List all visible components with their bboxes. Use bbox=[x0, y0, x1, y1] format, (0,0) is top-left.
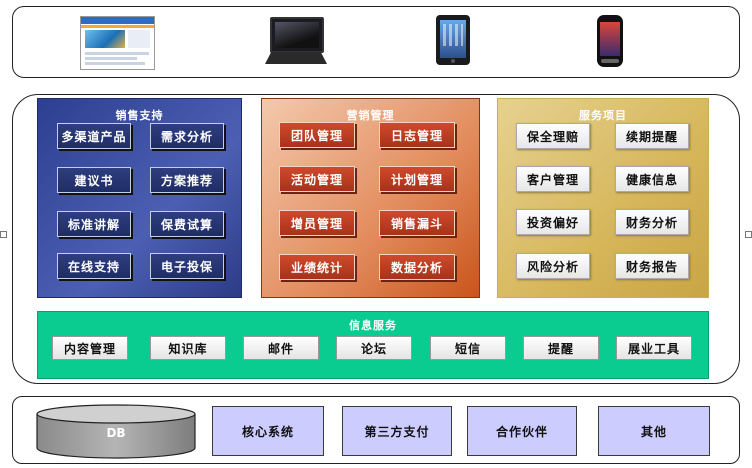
sales-item-premium-calc[interactable]: 保费试算 bbox=[150, 211, 224, 237]
services-title: 服务项目 bbox=[579, 109, 627, 122]
svc-item-claims[interactable]: 保全理赔 bbox=[516, 123, 590, 149]
smartphone-icon bbox=[597, 15, 623, 67]
tablet-icon bbox=[436, 15, 470, 65]
mkt-item-performance[interactable]: 业绩统计 bbox=[279, 254, 355, 280]
mkt-item-plan[interactable]: 计划管理 bbox=[379, 166, 455, 192]
partners-box[interactable]: 合作伙伴 bbox=[467, 406, 577, 456]
sales-item-plan-recommend[interactable]: 方案推荐 bbox=[150, 167, 224, 193]
right-resize-handle[interactable] bbox=[745, 231, 752, 238]
web-page-icon bbox=[80, 16, 155, 70]
info-item-forum[interactable]: 论坛 bbox=[336, 336, 412, 360]
mkt-item-activity[interactable]: 活动管理 bbox=[279, 166, 355, 192]
info-item-sms[interactable]: 短信 bbox=[430, 336, 506, 360]
sales-item-e-insure[interactable]: 电子投保 bbox=[150, 253, 224, 279]
svc-item-health-info[interactable]: 健康信息 bbox=[615, 166, 689, 192]
third-party-payment-box[interactable]: 第三方支付 bbox=[342, 406, 452, 456]
mkt-item-funnel[interactable]: 销售漏斗 bbox=[379, 210, 455, 236]
db-label: DB bbox=[106, 426, 126, 440]
marketing-title: 营销管理 bbox=[346, 109, 395, 122]
mkt-item-log[interactable]: 日志管理 bbox=[379, 122, 455, 148]
svc-item-finance-analysis[interactable]: 财务分析 bbox=[615, 209, 689, 235]
svc-item-investment-pref[interactable]: 投资偏好 bbox=[516, 209, 590, 235]
laptop-icon bbox=[265, 17, 327, 67]
sales-support-title: 销售支持 bbox=[115, 109, 164, 122]
info-item-knowledge-base[interactable]: 知识库 bbox=[150, 336, 226, 360]
mkt-item-recruit[interactable]: 增员管理 bbox=[279, 210, 355, 236]
sales-item-online-support[interactable]: 在线支持 bbox=[57, 253, 131, 279]
info-item-reminder[interactable]: 提醒 bbox=[523, 336, 599, 360]
database-icon bbox=[36, 404, 196, 459]
mkt-item-data-analysis[interactable]: 数据分析 bbox=[379, 254, 455, 280]
info-item-sales-tools[interactable]: 展业工具 bbox=[616, 336, 692, 360]
left-resize-handle[interactable] bbox=[0, 231, 7, 238]
svc-item-risk-analysis[interactable]: 风险分析 bbox=[516, 253, 590, 279]
sales-item-standard-explain[interactable]: 标准讲解 bbox=[57, 211, 131, 237]
svc-item-finance-report[interactable]: 财务报告 bbox=[615, 253, 689, 279]
sales-item-needs-analysis[interactable]: 需求分析 bbox=[150, 123, 224, 149]
sales-item-proposal[interactable]: 建议书 bbox=[57, 167, 131, 193]
sales-item-multichannel[interactable]: 多渠道产品 bbox=[57, 123, 131, 149]
others-box[interactable]: 其他 bbox=[598, 406, 710, 456]
svc-item-customer-mgmt[interactable]: 客户管理 bbox=[516, 166, 590, 192]
info-item-mail[interactable]: 邮件 bbox=[243, 336, 319, 360]
mkt-item-team[interactable]: 团队管理 bbox=[279, 122, 355, 148]
core-system-box[interactable]: 核心系统 bbox=[212, 406, 324, 456]
info-item-content-mgmt[interactable]: 内容管理 bbox=[52, 336, 128, 360]
info-services-title: 信息服务 bbox=[349, 319, 397, 332]
svc-item-renewal-reminder[interactable]: 续期提醒 bbox=[615, 123, 689, 149]
